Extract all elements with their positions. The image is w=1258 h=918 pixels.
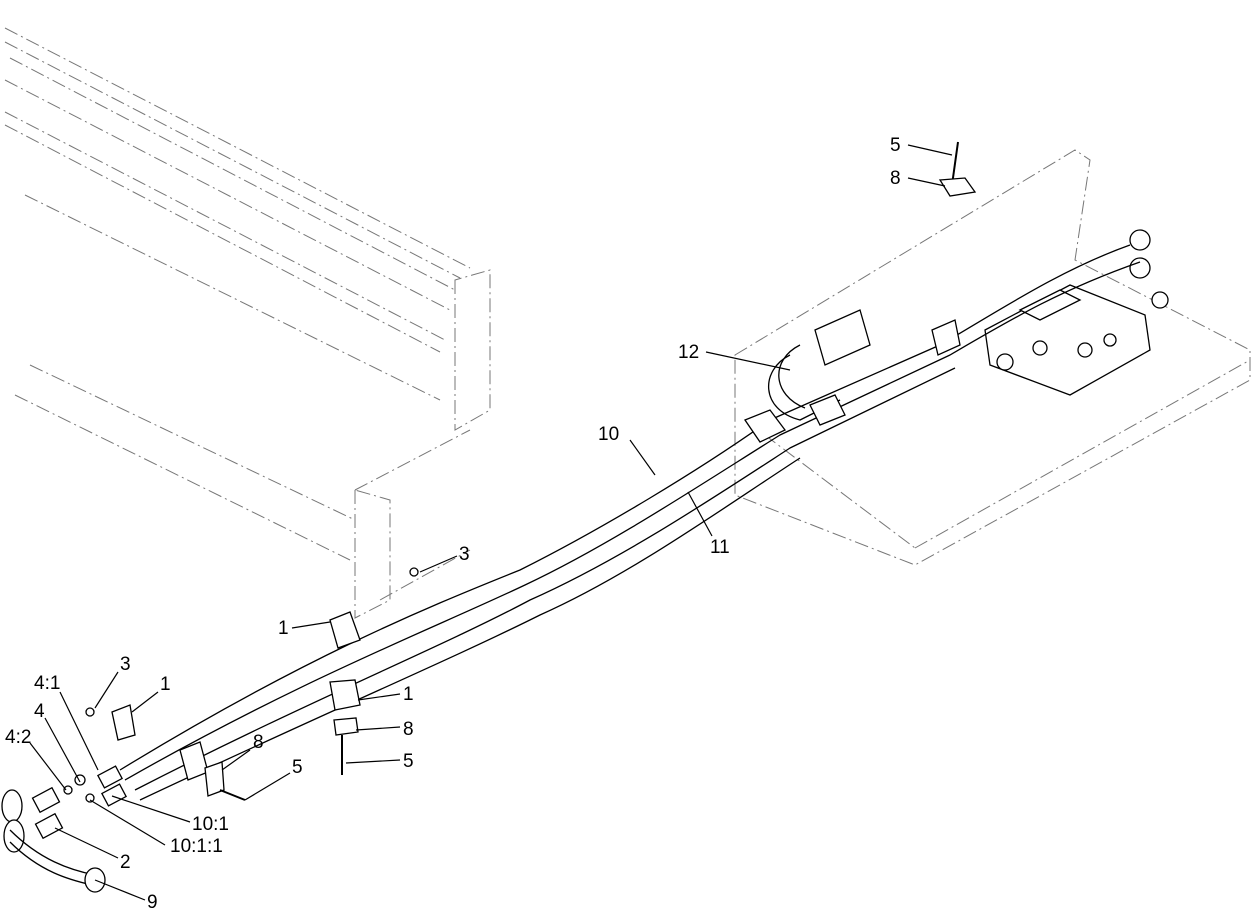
- callout-4: 4: [34, 701, 45, 722]
- callout-10-1: 10:1: [192, 814, 229, 835]
- callout-1-mid: 1: [278, 618, 289, 639]
- callout-10-1-1: 10:1:1: [170, 836, 223, 857]
- callout-12: 12: [678, 342, 699, 363]
- callout-5-top: 5: [890, 135, 901, 156]
- couplers-and-caps: [1, 765, 127, 893]
- callout-8-top: 8: [890, 168, 901, 189]
- fasteners: [85, 141, 977, 801]
- phantom-frame-rails: [4, 27, 491, 619]
- callout-8-left: 8: [253, 732, 264, 753]
- callout-1-lowmid: 1: [403, 684, 414, 705]
- callout-labels: 5 8 12 10 11 3 1 1 8 5 3 1 4:1 4 4:2 8 5…: [5, 135, 901, 913]
- callout-3-left: 3: [120, 654, 131, 675]
- callout-8-lowmid: 8: [403, 719, 414, 740]
- clamps: [111, 319, 961, 781]
- callout-3-mid: 3: [459, 544, 470, 565]
- callout-9: 9: [147, 892, 158, 913]
- hose-assemblies: [119, 244, 1141, 801]
- callout-5-left: 5: [292, 757, 303, 778]
- callout-5-lowmid: 5: [403, 751, 414, 772]
- callout-1-left: 1: [160, 674, 171, 695]
- callout-4-1: 4:1: [34, 673, 60, 694]
- callout-10: 10: [598, 424, 619, 445]
- phantom-platform: [734, 149, 1251, 566]
- callout-11: 11: [710, 537, 730, 558]
- valve-block: [814, 229, 1169, 396]
- callout-2: 2: [120, 852, 131, 873]
- leader-lines: [29, 144, 953, 901]
- callout-4-2: 4:2: [5, 727, 31, 748]
